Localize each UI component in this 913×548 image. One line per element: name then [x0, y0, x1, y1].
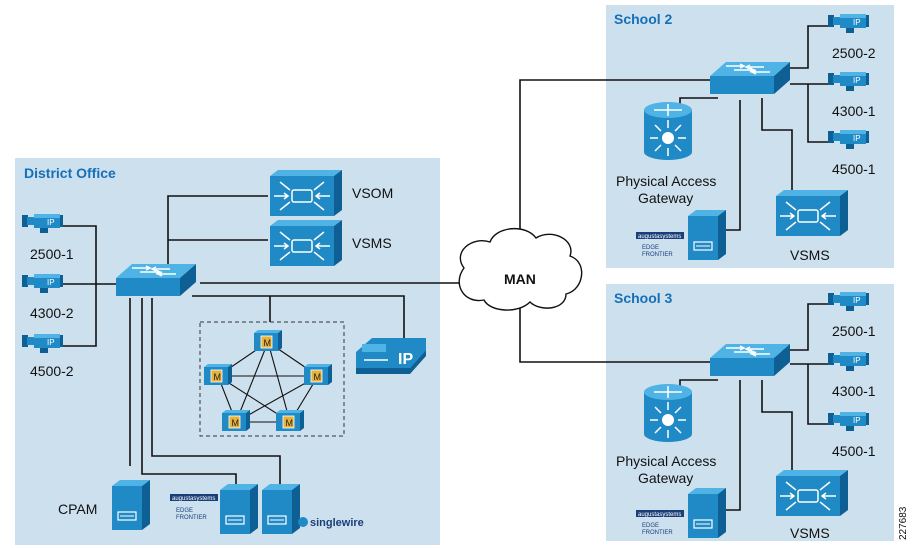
vsms-server: [775, 469, 849, 517]
svg-text:augustasystems: augustasystems: [638, 512, 681, 518]
vsms-label: VSMS: [790, 525, 830, 541]
vsms-label: VSMS: [352, 235, 392, 251]
svg-text:singlewire: singlewire: [310, 517, 364, 529]
cluster-node: [275, 409, 305, 432]
school2-switch: [709, 61, 791, 95]
svg-text:EDGE: EDGE: [642, 245, 659, 251]
augusta-logo: augustasystems EDGE FRONTIER: [170, 494, 218, 521]
camera-label: 2500-1: [832, 323, 876, 339]
camera-label: 2500-1: [30, 246, 74, 262]
region-title: School 2: [614, 11, 673, 27]
man-label: MAN: [504, 271, 536, 287]
singlewire-server: [261, 483, 301, 535]
svg-text:augustasystems: augustasystems: [172, 496, 215, 502]
gateway-label: Physical Access: [616, 453, 716, 469]
gateway-label: Physical Access: [616, 173, 716, 189]
svg-text:FRONTIER: FRONTIER: [176, 515, 207, 521]
cpam-label: CPAM: [58, 501, 97, 517]
cluster-node: [221, 409, 251, 432]
camera-label: 4300-1: [832, 383, 876, 399]
physical-access-gateway: [643, 383, 693, 443]
cluster-node: [253, 329, 283, 352]
cluster-node: [203, 363, 233, 386]
ip-phone-icon: IP: [356, 338, 426, 374]
augusta-edge-frontier-server: [687, 209, 727, 261]
augusta-logo: augustasystems EDGE FRONTIER: [636, 232, 684, 258]
figure-id: 227683: [898, 506, 909, 540]
connection-lines: [62, 25, 830, 511]
district-switch: [115, 263, 197, 297]
camera-label: 2500-2: [832, 45, 876, 61]
svg-text:FRONTIER: FRONTIER: [642, 252, 673, 258]
augusta-edge-frontier-server: [687, 487, 727, 539]
camera-label: 4500-2: [30, 363, 74, 379]
camera-label: 4300-1: [832, 103, 876, 119]
vsms-server: [775, 189, 849, 237]
cpam-server: [111, 479, 151, 531]
school3-switch: [709, 343, 791, 377]
gateway-label: Gateway: [638, 470, 693, 486]
svg-text:augustasystems: augustasystems: [638, 234, 681, 240]
augusta-edge-frontier-server: [219, 483, 259, 535]
physical-access-gateway: [643, 101, 693, 161]
svg-text:FRONTIER: FRONTIER: [642, 530, 673, 536]
gateway-label: Gateway: [638, 190, 693, 206]
vsom-server: [269, 169, 343, 217]
camera-label: 4300-2: [30, 305, 74, 321]
camera-label: 4500-1: [832, 443, 876, 459]
vsom-label: VSOM: [352, 185, 393, 201]
svg-text:EDGE: EDGE: [176, 508, 193, 514]
man-cloud: MAN: [458, 227, 583, 311]
meeting-cluster: [199, 321, 345, 437]
region-title: School 3: [614, 290, 673, 306]
cluster-node: [303, 363, 333, 386]
singlewire-logo: singlewire: [298, 517, 364, 529]
vsms-server: [269, 219, 343, 267]
augusta-logo: augustasystems EDGE FRONTIER: [636, 510, 684, 536]
svg-text:EDGE: EDGE: [642, 523, 659, 529]
camera-label: 4500-1: [832, 161, 876, 177]
svg-text:IP: IP: [398, 351, 413, 368]
vsms-label: VSMS: [790, 247, 830, 263]
region-title: District Office: [24, 165, 116, 181]
